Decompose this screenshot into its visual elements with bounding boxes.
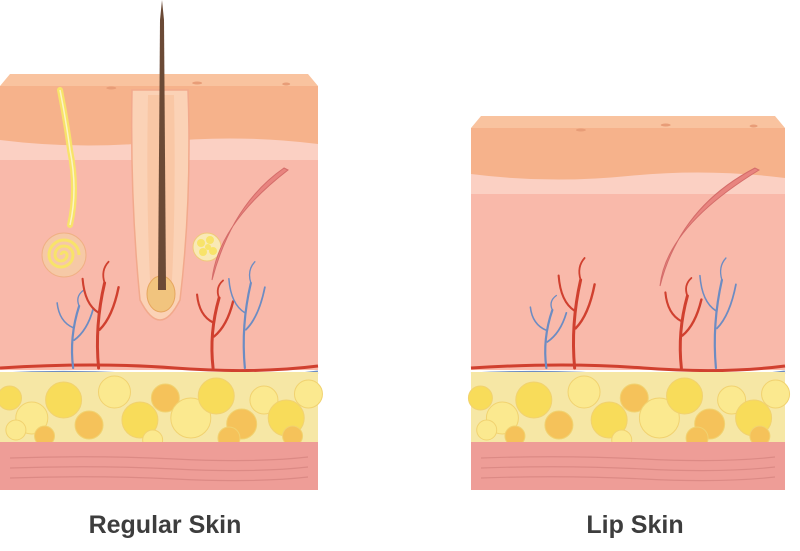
hypodermis-line: [9, 466, 309, 472]
vein-branch: [529, 306, 548, 332]
regular-skin-panel: [0, 0, 323, 490]
epidermis-top-face: [471, 116, 785, 128]
artery-branch: [685, 277, 693, 297]
artery-branch: [81, 277, 100, 314]
vein-branch: [546, 312, 568, 343]
fat-cell: [5, 419, 27, 441]
sebaceous-gland-cell: [199, 248, 207, 256]
vein-branch: [719, 257, 727, 281]
vein-branch: [56, 302, 74, 329]
epidermis-top-face: [0, 74, 318, 86]
fat-cell: [590, 401, 628, 439]
pore: [106, 86, 117, 90]
dermis-layer: [471, 194, 785, 370]
fat-cell: [121, 401, 159, 439]
fat-cell: [249, 385, 279, 415]
hypodermis-line: [9, 476, 309, 482]
artery-branch: [681, 298, 703, 337]
lip-skin-label: Lip Skin: [586, 511, 684, 539]
arrector-pili-muscle: [211, 167, 289, 281]
hair-shaft: [158, 0, 166, 290]
artery-branch: [95, 281, 107, 370]
artery-branch: [196, 293, 215, 324]
artery-branch: [212, 300, 235, 338]
arrector-pili-muscle: [659, 167, 761, 287]
artery-branch: [557, 274, 576, 312]
hypodermis-layer: [0, 442, 318, 490]
vein-branch: [716, 283, 737, 330]
vein-branch: [248, 261, 256, 284]
fat-cell: [467, 385, 493, 411]
pore: [749, 124, 758, 128]
vein-branch: [699, 274, 717, 312]
vein-branch: [77, 289, 84, 307]
fat-cell: [293, 379, 323, 409]
artery-branch: [216, 279, 224, 299]
artery-branch: [574, 283, 596, 330]
artery-horizontal: [470, 363, 786, 373]
hypodermis-line: [480, 456, 776, 462]
artery-branch: [678, 294, 689, 370]
fat-cell: [761, 379, 791, 409]
vein-branch: [713, 278, 724, 370]
vein-branch: [228, 277, 246, 314]
pore: [282, 82, 291, 86]
fat-cell: [476, 419, 498, 441]
vein-branch: [242, 281, 252, 370]
fat-cell: [544, 410, 574, 440]
fat-cell: [74, 410, 104, 440]
fat-cell: [515, 381, 553, 419]
fat-cell: [619, 383, 649, 413]
fat-cell: [97, 375, 131, 409]
pore: [192, 81, 203, 85]
fat-cell: [150, 383, 180, 413]
hypodermis-line: [480, 476, 776, 482]
artery-horizontal: [0, 363, 319, 373]
vein-branch: [550, 294, 558, 311]
fat-cell: [170, 397, 212, 439]
fat-cell: [717, 385, 747, 415]
pore: [660, 123, 671, 127]
vein-branch: [244, 286, 266, 331]
fat-cell: [197, 377, 235, 415]
epidermis-layer: [471, 128, 785, 180]
fat-cell: [0, 385, 23, 411]
sweat-gland-coil: [47, 238, 81, 269]
sebaceous-gland-cell: [205, 244, 211, 250]
vein-branch: [70, 304, 81, 370]
sebaceous-gland-cell: [197, 239, 205, 247]
vein-branch: [73, 308, 95, 341]
artery-branch: [102, 260, 110, 284]
sebaceous-gland-cell: [209, 247, 217, 255]
sweat-gland-duct-highlight: [59, 89, 75, 226]
pore: [575, 128, 586, 132]
artery-branch: [210, 296, 221, 370]
hypodermis-line: [9, 456, 309, 462]
artery-branch: [98, 286, 120, 331]
vein-branch: [544, 308, 554, 370]
artery-branch: [571, 278, 583, 370]
regular-skin-label: Regular Skin: [88, 511, 242, 539]
sebaceous-gland-cell: [206, 236, 214, 244]
lip-skin-panel: [467, 116, 791, 490]
hypodermis-line: [480, 466, 776, 472]
fat-cell: [567, 375, 601, 409]
fat-cell: [45, 381, 83, 419]
fat-cell: [666, 377, 704, 415]
hypodermis-layer: [471, 442, 785, 490]
artery-branch: [578, 257, 586, 281]
artery-branch: [664, 291, 683, 323]
basal-layer: [471, 172, 785, 194]
fat-cell: [638, 397, 680, 439]
